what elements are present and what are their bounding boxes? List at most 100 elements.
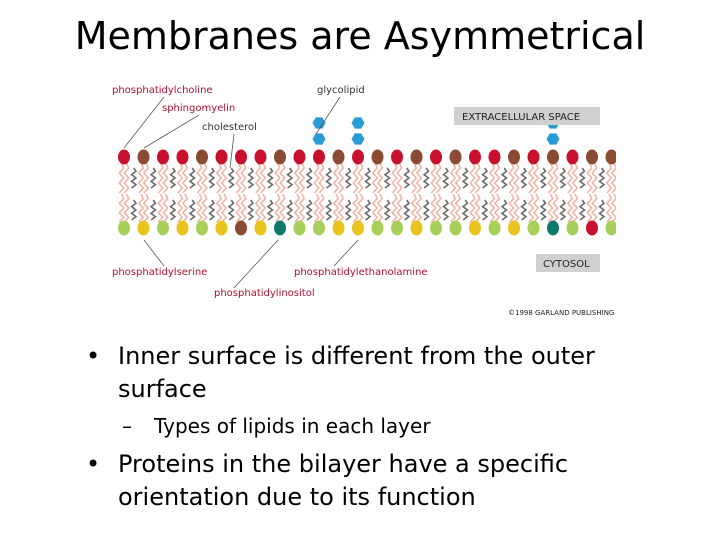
inner-head-phosphatidylserine — [215, 220, 228, 236]
lipid-tail — [259, 193, 267, 223]
lipid-tail — [279, 162, 286, 194]
lipid-tail — [352, 162, 359, 194]
outer-head-phosphatidylcholine — [254, 149, 267, 165]
cholesterol — [578, 199, 586, 221]
cholesterol — [442, 167, 450, 189]
lipid-tail — [274, 162, 281, 194]
label-cholesterol: cholesterol — [202, 122, 257, 133]
lipid-tail — [547, 162, 554, 194]
lipid-tail — [215, 193, 223, 223]
lipid-tail — [371, 162, 379, 194]
cholesterol — [520, 167, 528, 189]
glycolipid-sugar — [312, 117, 326, 129]
lipid-tail — [220, 162, 228, 194]
lipid-tail — [157, 193, 164, 223]
lipid-tail — [259, 162, 267, 194]
lipid-tail — [610, 162, 616, 194]
lipid-tail — [313, 193, 320, 223]
lipid-tail — [123, 162, 130, 194]
lipid-tail — [142, 162, 150, 194]
cholesterol — [188, 199, 196, 221]
lipid-tail — [435, 162, 442, 194]
inner-head-phosphatidylserine — [469, 220, 481, 236]
lipid-tail — [376, 193, 384, 223]
outer-head-phosphatidylcholine — [313, 149, 325, 165]
lipid-tail — [181, 193, 189, 223]
inner-head-phosphatidylethanolamine — [313, 220, 325, 236]
cholesterol — [559, 167, 567, 189]
lipid-tail — [279, 193, 286, 223]
lipid-tails — [118, 162, 616, 223]
cytosol-box — [536, 254, 600, 272]
cholesterol — [130, 199, 138, 221]
membrane-diagram: phosphatidylcholine sphingomyelin choles… — [112, 85, 616, 317]
lipid-tail — [137, 193, 145, 223]
outer-head-phosphatidylcholine — [293, 149, 306, 165]
lipid-tail — [605, 193, 613, 223]
cholesterol — [247, 199, 255, 221]
lipid-tail — [293, 193, 301, 223]
lipid-tail — [508, 193, 515, 223]
lipid-tail — [293, 162, 301, 194]
lipid-tail — [410, 193, 418, 223]
lipid-tail — [493, 193, 501, 223]
lipid-tail — [449, 162, 457, 194]
cholesterol — [169, 167, 177, 189]
bullet-3: • Proteins in the bilayer have a specifi… — [86, 448, 646, 514]
lipid-tail — [513, 162, 520, 194]
lipid-heads — [118, 117, 616, 236]
cholesterol — [227, 167, 235, 189]
inner-head-phosphatidylethanolamine — [449, 220, 462, 236]
cholesterol — [227, 199, 235, 221]
inner-head-phosphatidylethanolamine — [527, 220, 540, 236]
inner-head-phosphatidylserine — [332, 220, 345, 236]
cholesterol — [383, 167, 391, 189]
cytosol-label: CYTOSOL — [543, 259, 590, 270]
outer-head-sphingomyelin — [586, 149, 598, 165]
glycolipid-sugar — [312, 133, 326, 145]
inner-head-phosphatidylethanolamine — [566, 220, 579, 236]
cholesterol — [481, 167, 489, 189]
cholesterol — [364, 167, 372, 189]
outer-head-sphingomyelin — [410, 149, 423, 165]
slide-title: Membranes are Asymmetrical — [74, 14, 646, 58]
lipid-tail — [240, 193, 247, 223]
lipid-tail — [493, 162, 501, 194]
cholesterol — [422, 167, 430, 189]
lipid-tail — [357, 193, 364, 223]
cholesterol — [559, 199, 567, 221]
cholesterol — [266, 167, 274, 189]
lipid-tail — [142, 193, 150, 223]
cholesterol — [578, 167, 586, 189]
cholesterol — [149, 199, 157, 221]
cholesterol — [286, 199, 294, 221]
lipid-tail — [547, 193, 554, 223]
bullet-1: • Inner surface is different from the ou… — [86, 340, 646, 406]
inner-head-phosphatidylserine — [508, 220, 520, 236]
extracellular-box — [454, 107, 600, 125]
lipid-tail — [352, 193, 359, 223]
lipid-tail — [454, 193, 462, 223]
bullet-2-marker: – — [122, 414, 132, 438]
cholesterol — [598, 199, 606, 221]
lipid-tail — [298, 162, 306, 194]
cholesterol — [403, 199, 411, 221]
bullet-1-text: Inner surface is different from the oute… — [118, 342, 595, 403]
outer-head-sphingomyelin — [332, 149, 345, 165]
lipid-tail — [376, 162, 384, 194]
outer-head-phosphatidylcholine — [391, 149, 403, 165]
inner-head-phosphatidylethanolamine — [488, 220, 501, 236]
lipid-tail — [318, 193, 325, 223]
inner-head-phosphatidylserine — [254, 220, 267, 236]
lipid-tail — [571, 193, 579, 223]
label-sphingomyelin: sphingomyelin — [162, 103, 235, 114]
bullet-3-marker: • — [86, 450, 101, 478]
outer-head-phosphatidylcholine — [176, 149, 189, 165]
lipid-tail — [196, 162, 203, 194]
lipid-tail — [254, 162, 262, 194]
lipid-tail — [469, 193, 476, 223]
lipid-tail — [332, 193, 340, 223]
cholesterol — [500, 167, 508, 189]
lipid-tail — [201, 162, 208, 194]
outer-head-phosphatidylcholine — [566, 149, 579, 165]
